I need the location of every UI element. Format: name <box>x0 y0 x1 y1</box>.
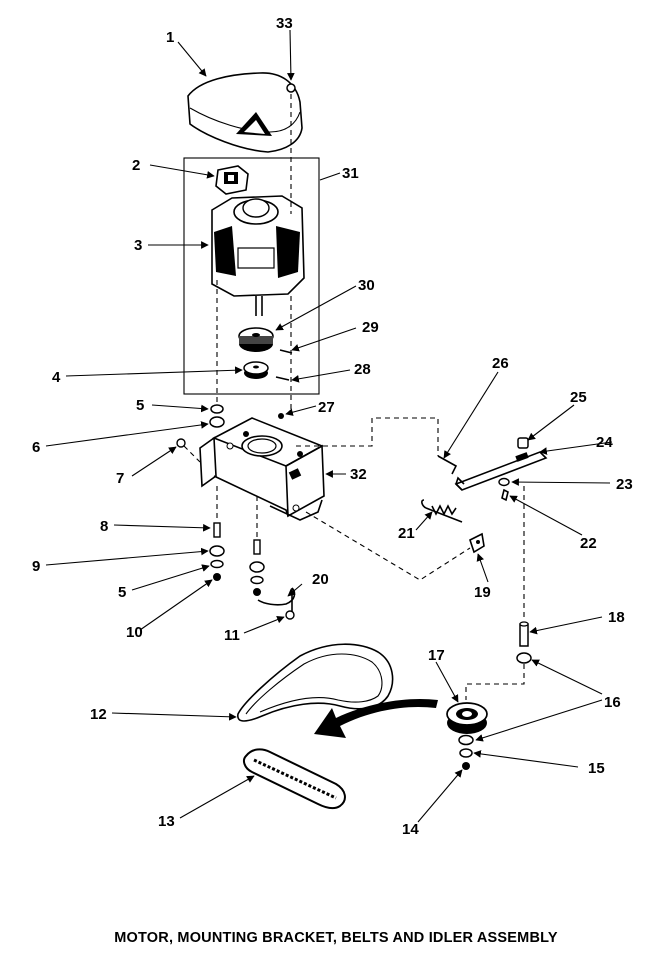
washer-part-23 <box>498 477 510 487</box>
spring-bracket-part <box>469 532 485 554</box>
nut-part-25 <box>517 437 529 449</box>
mounting-bracket-part <box>199 417 325 521</box>
spacer-center <box>249 561 265 573</box>
callout-17: 17 <box>428 647 445 664</box>
callout-32: 32 <box>350 466 367 483</box>
spacer-part-9 <box>209 545 225 557</box>
callout-16: 16 <box>604 694 621 711</box>
washer-part-15 <box>459 748 473 758</box>
callout-20: 20 <box>312 571 329 588</box>
screw-part-22 <box>501 488 509 502</box>
pivot-stud-part <box>519 621 529 647</box>
callout-31: 31 <box>342 165 359 182</box>
callout-19: 19 <box>474 584 491 601</box>
callout-5-lower: 5 <box>118 584 126 601</box>
motor-assembly-outline <box>183 157 320 395</box>
idler-arm-part <box>454 451 548 491</box>
callout-13: 13 <box>158 813 175 830</box>
motor-pulley-part <box>238 327 274 352</box>
washer-part-5 <box>210 404 224 414</box>
callout-25: 25 <box>570 389 587 406</box>
callout-5: 5 <box>136 397 144 414</box>
callout-15: 15 <box>588 760 605 777</box>
callout-11: 11 <box>224 627 240 644</box>
grommet-part-6 <box>209 416 225 428</box>
stud-center <box>253 539 261 555</box>
callout-14: 14 <box>402 821 419 838</box>
screw-part-7 <box>176 438 201 463</box>
callout-28: 28 <box>354 361 371 378</box>
screw-part-27 <box>278 413 284 419</box>
callout-27: 27 <box>318 399 335 416</box>
callout-33: 33 <box>276 15 293 32</box>
motor-cover-part <box>187 72 303 153</box>
callout-3: 3 <box>134 237 142 254</box>
idler-pulley-part <box>446 702 488 734</box>
cogged-belt-part <box>243 748 346 810</box>
callout-6: 6 <box>32 439 40 456</box>
callout-8: 8 <box>100 518 108 535</box>
callout-29: 29 <box>362 319 379 336</box>
ground-wire-part <box>257 587 296 620</box>
bushing-part-16-lower <box>458 734 474 746</box>
callout-23: 23 <box>616 476 633 493</box>
direction-arrow <box>314 698 438 738</box>
diagram-caption: MOTOR, MOUNTING BRACKET, BELTS AND IDLER… <box>114 930 558 946</box>
callout-numbers: 1 2 3 4 5 6 7 8 9 5 10 11 12 13 14 15 16… <box>32 15 633 838</box>
callout-22: 22 <box>580 535 597 552</box>
nut-part-33 <box>286 83 296 93</box>
leader-lines <box>45 29 613 823</box>
pin-part-28 <box>275 376 290 381</box>
callout-7: 7 <box>116 470 124 487</box>
spring-part <box>421 499 463 523</box>
stud-part-8 <box>213 522 221 538</box>
callout-26: 26 <box>492 355 509 372</box>
motor-switch-part <box>215 165 249 195</box>
callout-18: 18 <box>608 609 625 626</box>
callout-2: 2 <box>132 157 140 174</box>
nut-part-14 <box>462 762 470 770</box>
nut-part-10 <box>213 573 221 581</box>
callout-1: 1 <box>166 29 174 46</box>
callout-12: 12 <box>90 706 107 723</box>
bushing-part-16-upper <box>516 652 532 664</box>
washer-center <box>250 575 264 585</box>
callout-10: 10 <box>126 624 143 641</box>
callout-24: 24 <box>596 434 613 451</box>
callout-9: 9 <box>32 558 40 575</box>
motor-part <box>211 195 305 316</box>
callout-30: 30 <box>358 277 375 294</box>
small-pulley-part <box>243 361 269 379</box>
washer-part-5-lower <box>210 559 224 569</box>
key-part-29 <box>279 349 293 354</box>
drive-belt-part <box>237 643 394 722</box>
callout-4: 4 <box>52 369 61 386</box>
nut-center <box>253 588 261 596</box>
spring-hook-part <box>437 455 458 475</box>
callout-21: 21 <box>398 525 415 542</box>
